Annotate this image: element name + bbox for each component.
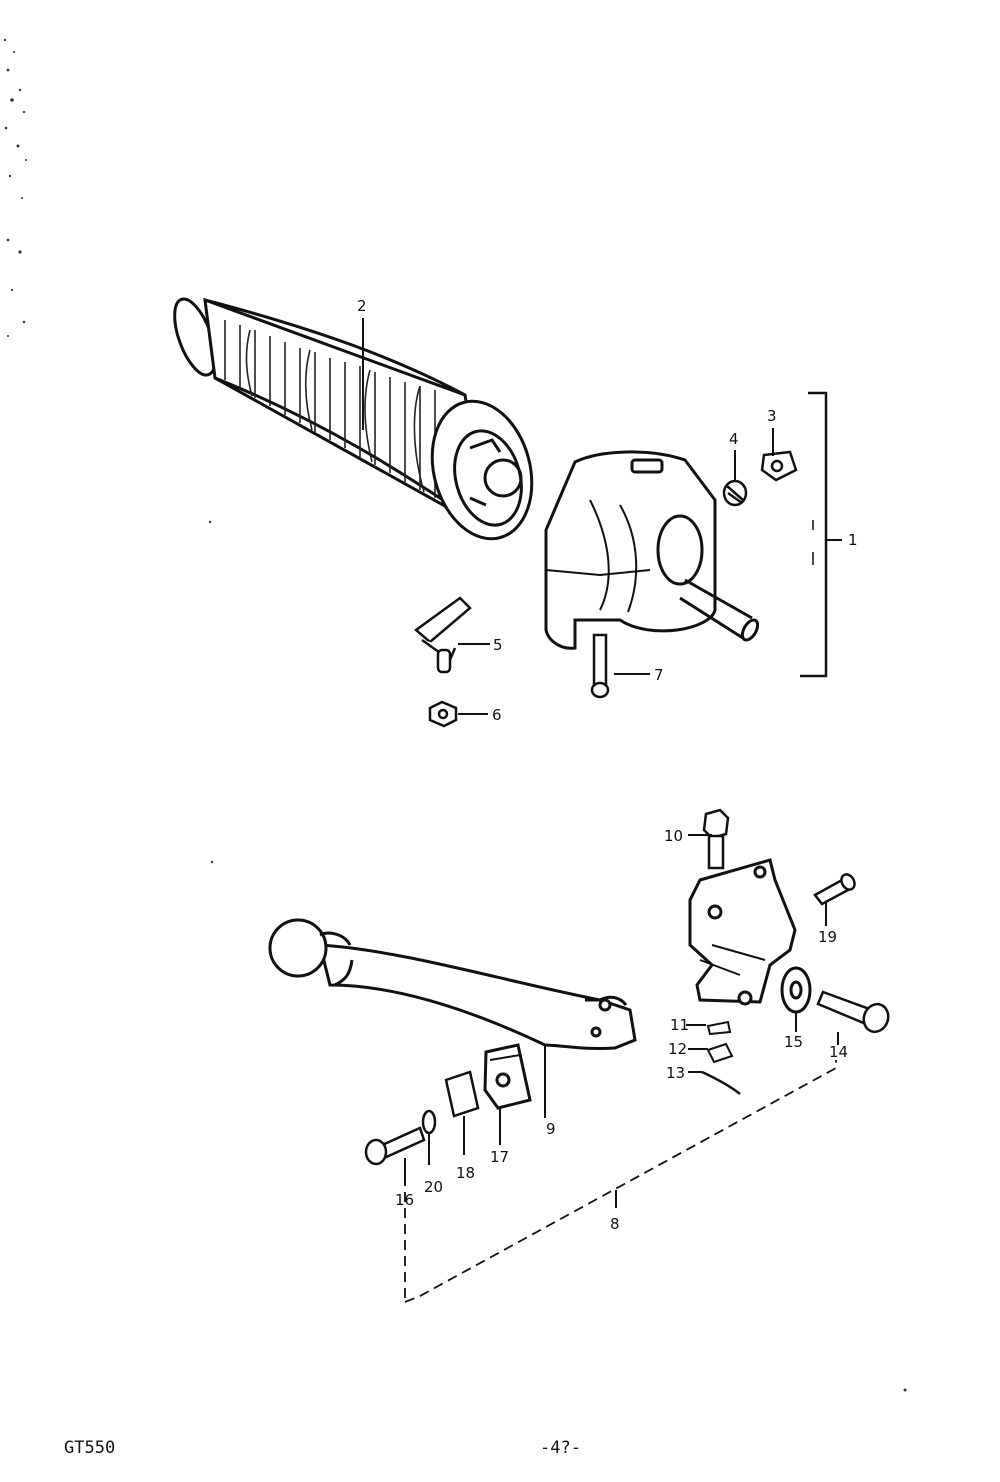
throttle-housing — [544, 450, 760, 650]
callout-4: 4 — [729, 430, 739, 448]
scan-noise — [3, 38, 907, 1392]
pivot-bolt — [702, 808, 730, 870]
callout-18: 18 — [456, 1164, 475, 1182]
screw-19 — [813, 873, 856, 906]
collar — [444, 1070, 480, 1118]
page-number: -4?- — [540, 1438, 581, 1458]
lever-holder — [688, 858, 797, 1006]
callout-13: 13 — [666, 1064, 685, 1082]
bracket-1 — [800, 391, 842, 678]
lever-block — [483, 1043, 532, 1110]
bolt-16 — [364, 1126, 426, 1166]
model-code: GT550 — [64, 1438, 116, 1458]
leader-lines-bottom — [404, 834, 839, 1208]
cable-adjuster — [722, 479, 748, 507]
small-parts — [701, 1020, 741, 1095]
bolt-14 — [816, 990, 890, 1034]
leader-lines-top — [362, 318, 774, 715]
callout-11: 11 — [670, 1016, 689, 1034]
callout-5: 5 — [493, 636, 503, 654]
washer-15 — [780, 966, 812, 1014]
callout-1: 1 — [848, 531, 858, 549]
cable-cap — [760, 450, 798, 482]
callout-10: 10 — [664, 827, 683, 845]
clutch-lever — [268, 918, 637, 1118]
callout-2: 2 — [357, 297, 367, 315]
callout-3: 3 — [767, 407, 777, 425]
throttle-grip — [173, 297, 534, 541]
callout-20: 20 — [424, 1178, 443, 1196]
callout-9: 9 — [546, 1120, 556, 1138]
screw — [590, 633, 610, 699]
callout-15: 15 — [784, 1033, 803, 1051]
callout-19: 19 — [818, 928, 837, 946]
callout-7: 7 — [654, 666, 664, 684]
washer-20 — [421, 1109, 437, 1135]
callout-16: 16 — [395, 1191, 414, 1209]
nut — [428, 700, 458, 728]
callout-8: 8 — [610, 1215, 620, 1233]
callout-12: 12 — [668, 1040, 687, 1058]
callout-6: 6 — [492, 706, 502, 724]
callout-14: 14 — [829, 1043, 848, 1061]
stopper-plate — [413, 596, 472, 674]
callout-17: 17 — [490, 1148, 509, 1166]
